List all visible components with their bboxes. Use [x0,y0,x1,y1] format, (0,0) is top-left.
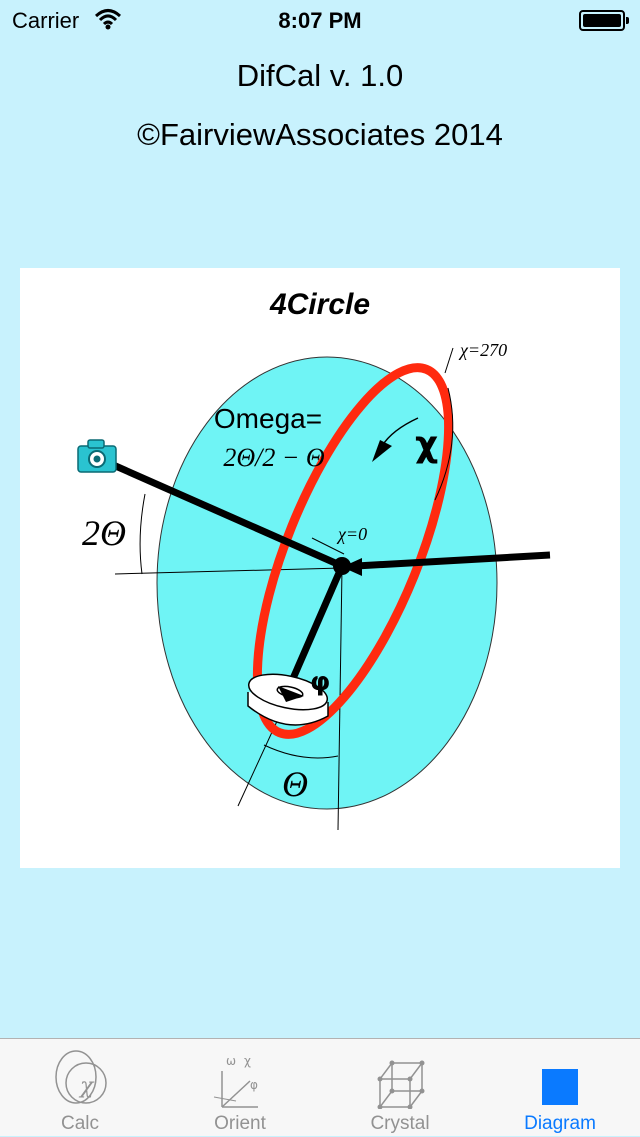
goniometer-center [333,557,351,575]
horizontal-reference-line [114,567,343,575]
sample-disk-icon [247,673,329,726]
battery-icon [579,10,629,31]
tab-bar: χ Calc ω χ φ Orient Cry [0,1038,640,1136]
phi-label: φ [310,667,330,697]
diagram-canvas: 4Circle Omega= 2Θ/2 − Θ χ χ=270 χ=0 2Θ Θ… [77,288,551,831]
chi-rotation-arrow-arc [434,387,454,501]
detector-arm [100,456,344,570]
tab-calc[interactable]: χ Calc [0,1039,160,1137]
status-bar: Carrier 8:07 PM [0,0,640,40]
tab-diagram[interactable]: Diagram [480,1039,640,1137]
chi-0-label: χ=0 [336,524,367,544]
chi-0-pointer [311,537,345,555]
four-circle-diagram: 4Circle Omega= 2Θ/2 − Θ χ χ=270 χ=0 2Θ Θ… [20,268,620,868]
sphere [156,356,498,810]
carrier-label: Carrier [12,8,80,33]
diagram-title: 4Circle [269,288,370,321]
app-copyright: ©FairviewAssociates 2014 [137,117,503,152]
two-theta-arc [139,493,146,575]
tab-label: Calc [60,1113,99,1134]
camera-icon [77,439,117,473]
wifi-icon [94,9,122,30]
svg-text:ω: ω [226,1054,236,1068]
crystal-cube-icon [377,1060,425,1109]
chi-ring [252,363,454,739]
chi-270-label: χ=270 [458,340,507,360]
theta-label: Θ [282,764,308,804]
chi-270-pointer [444,347,454,374]
incident-beam-arrowhead [342,558,362,576]
svg-text:χ: χ [78,1074,95,1099]
chi-circle-icon: χ [55,1050,107,1104]
sample-arm [284,564,346,692]
status-time: 8:07 PM [278,8,362,33]
tab-label: Diagram [524,1113,596,1134]
incident-beam-arm [355,551,551,570]
svg-text:χ: χ [244,1054,251,1068]
tab-label: Crystal [370,1113,430,1134]
tab-crystal[interactable]: Crystal [320,1039,480,1137]
two-theta-label: 2Θ [82,513,126,553]
tab-label: Orient [214,1113,266,1134]
svg-text:φ: φ [250,1078,258,1092]
omega-label: Omega= [214,403,322,434]
tab-orient[interactable]: ω χ φ Orient [160,1039,320,1137]
chi-direction-arrowhead [372,440,392,462]
app-title: DifCal v. 1.0 [236,58,404,93]
chi-symbol: χ [415,424,438,465]
theta-arc [263,744,339,759]
omega-formula: 2Θ/2 − Θ [223,443,325,472]
blue-square-icon [542,1069,578,1105]
axes-icon: ω χ φ [213,1054,258,1108]
